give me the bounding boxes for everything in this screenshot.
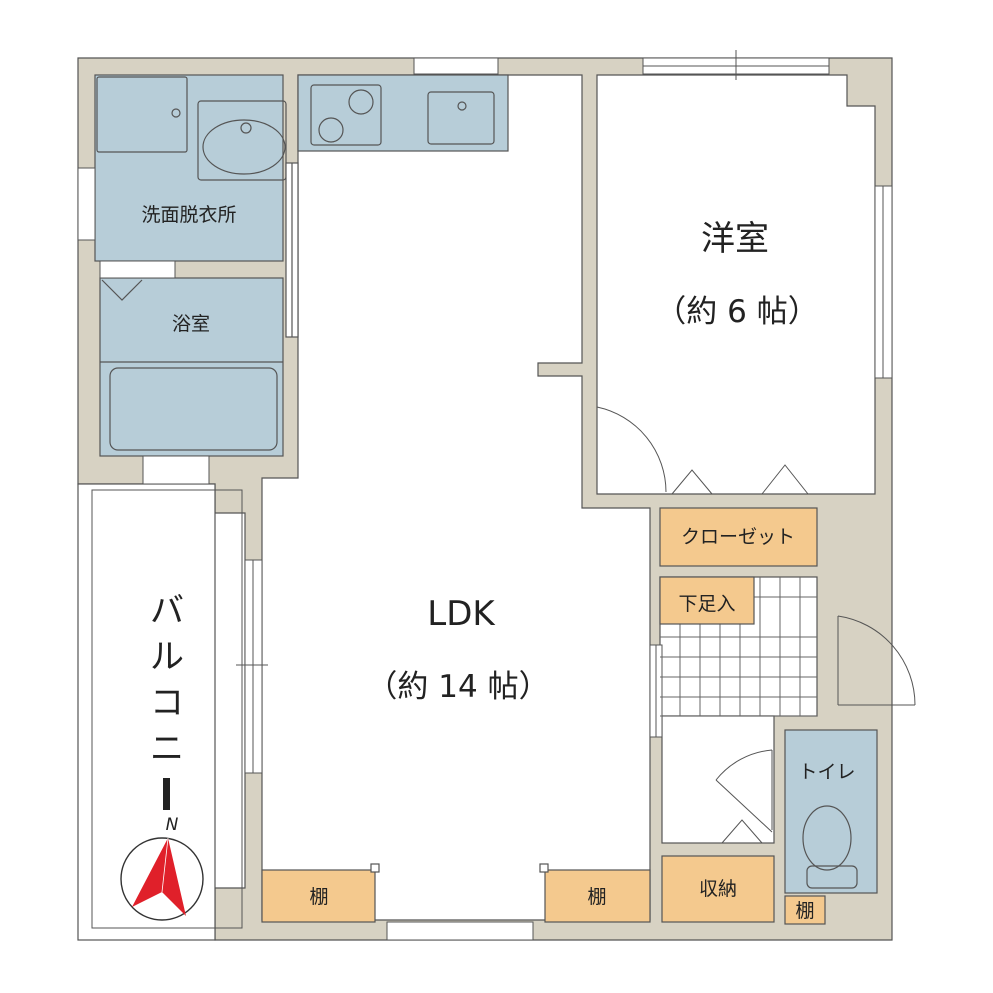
- ldk-floor: [261, 74, 651, 921]
- faucet: [240, 122, 252, 134]
- stove: [310, 84, 382, 146]
- label-shelf-2: 棚: [587, 886, 606, 908]
- windows: [77, 50, 893, 941]
- balcony-char-2: ル: [150, 637, 184, 677]
- washroom-floor: [94, 74, 284, 262]
- bathtub: [109, 367, 278, 451]
- label-shelf-1: 棚: [309, 886, 328, 908]
- closet-door-2: [761, 464, 809, 495]
- shelf-block-3: [784, 895, 826, 925]
- corridor-floor: [661, 715, 775, 844]
- balcony-char-4: ニ: [150, 729, 184, 769]
- basin: [202, 119, 286, 175]
- label-toilet: トイレ: [798, 761, 855, 783]
- storage-block: [661, 855, 775, 923]
- window-kitchen: [413, 57, 499, 75]
- kitchen-counter: [297, 74, 509, 152]
- balcony-char-3: コ: [150, 683, 184, 723]
- label-storage: 収納: [699, 878, 737, 900]
- label-entrance: 下足入: [678, 593, 735, 615]
- shelf-block-2: [544, 869, 651, 923]
- label-balcony: バ ル コ ニ: [150, 591, 184, 810]
- label-shelf-3: 棚: [795, 900, 814, 922]
- shelf-post-1: [370, 863, 380, 873]
- window-bath: [142, 455, 210, 485]
- label-ldk-size: （約 14 帖）: [366, 669, 549, 705]
- storage-door: [721, 819, 763, 844]
- door-swings: [596, 406, 916, 844]
- toilet-door-arc: [715, 749, 773, 781]
- closet-door-1: [671, 469, 713, 495]
- north-compass: N: [120, 815, 204, 921]
- sink: [427, 91, 495, 145]
- bath-door-mark: [101, 279, 143, 301]
- label-bathroom: 浴室: [172, 313, 210, 335]
- label-western-room: 洋室: [701, 219, 769, 259]
- room-labels: 洗面脱衣所 浴室 洋室 （約 6 帖） クローゼット 下足入 LDK （約 14…: [141, 204, 855, 922]
- balcony-char-1: バ: [150, 591, 184, 631]
- label-western-room-size: （約 6 帖）: [655, 294, 818, 330]
- storage-blocks: [261, 507, 826, 925]
- toilet-bowl: [802, 805, 852, 871]
- shelf-block-1: [261, 869, 376, 923]
- label-closet: クローゼット: [681, 526, 795, 548]
- counter: [297, 74, 509, 152]
- window-washroom: [77, 167, 96, 241]
- entrance-tiles: [660, 577, 817, 717]
- bath-fixtures: [100, 279, 283, 451]
- toilet-tank: [806, 865, 858, 889]
- compass-axis: [161, 837, 169, 893]
- sink-drain: [457, 101, 467, 111]
- window-washroom-bath: [99, 260, 176, 279]
- toilet-room: [784, 729, 878, 894]
- shoe-box-block: [659, 576, 755, 625]
- balcony-char-5: [163, 778, 170, 810]
- closet-block: [659, 507, 818, 567]
- north-letter: N: [166, 815, 179, 835]
- western-room-floor: [596, 74, 876, 495]
- room-floors: [77, 74, 876, 941]
- window-bottom: [386, 921, 534, 941]
- vanity: [197, 100, 287, 181]
- toilet-floor: [784, 729, 878, 894]
- balcony-rail: [91, 489, 243, 929]
- burner-1: [348, 89, 374, 115]
- compass-arrow: [132, 838, 186, 916]
- washing-machine: [96, 76, 188, 153]
- burner-2: [318, 117, 344, 143]
- label-ldk: LDK: [427, 594, 496, 634]
- bathroom-floor: [99, 277, 284, 457]
- label-washroom: 洗面脱衣所: [141, 204, 236, 226]
- shelf-post-2: [539, 863, 549, 873]
- washing-machine-knob: [171, 108, 181, 118]
- western-door-arc: [596, 406, 667, 493]
- toilet-door-close: [715, 779, 773, 833]
- entrance-door-arc: [837, 615, 916, 706]
- washroom-fixtures: [96, 76, 299, 338]
